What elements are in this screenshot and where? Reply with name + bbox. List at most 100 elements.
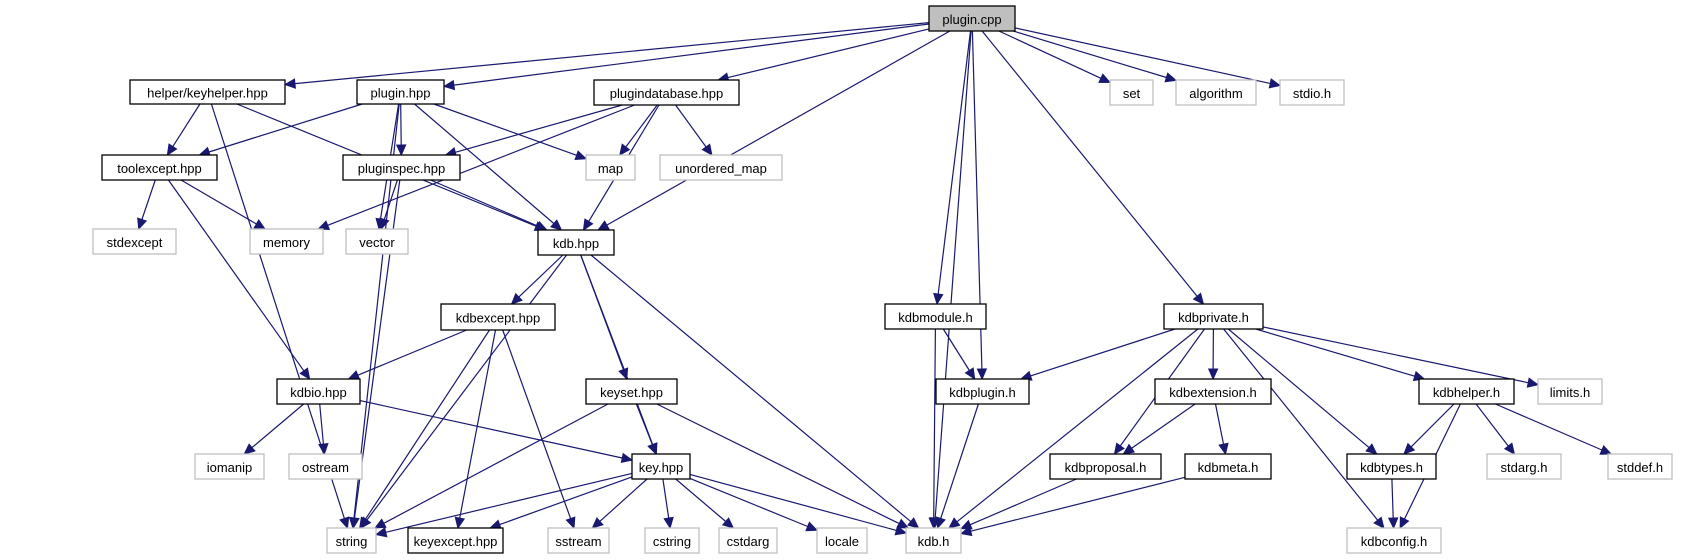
edge-line [656,403,900,525]
node-kdbio-hpp[interactable]: kdbio.hpp [276,378,361,405]
node-kdbhelper-h[interactable]: kdbhelper.h [1418,378,1515,405]
node-kdbtypes-h[interactable]: kdbtypes.h [1346,453,1437,480]
node-label: stdarg.h [1501,460,1548,475]
edge-line [180,179,257,225]
edge-line [518,254,564,298]
node-box [1154,378,1272,405]
edge-line [1495,403,1603,451]
node-kdbplugin-h[interactable]: kdbplugin.h [935,378,1030,405]
node-label: algorithm [1189,86,1242,101]
node-cstring: cstring [644,527,700,554]
edge-line [455,104,623,153]
node-box [905,527,962,554]
arrowhead-icon [1122,443,1136,455]
edge-line [998,30,1102,79]
node-label: plugin.hpp [371,86,431,101]
node-kdbexcept-hpp[interactable]: kdbexcept.hpp [440,303,556,331]
edge-line [981,30,1198,297]
node-box [249,228,324,255]
node-box [593,79,740,106]
node-label: kdbproposal.h [1065,460,1147,475]
node-kdbproposal-h[interactable]: kdbproposal.h [1049,453,1162,480]
edge-line [675,104,707,148]
node-kdbmodule-h[interactable]: kdbmodule.h [884,303,987,330]
edge-key_hpp-to-cstring [662,478,674,530]
edge-line [727,28,930,79]
node-label: plugin.cpp [942,12,1001,27]
node-label: kdbmeta.h [1198,460,1259,475]
edge-plugin_cpp-to-plugindatabase_hpp [716,28,930,83]
node-box [1418,378,1515,405]
node-plugin-hpp[interactable]: plugin.hpp [356,79,445,105]
arrowhead-icon [299,367,311,380]
edge-plugin_cpp-to-kdb_h [929,30,972,530]
edge-plugin_hpp-to-map [433,103,588,161]
node-kdb-h: kdb.h [905,527,962,554]
arrowhead-icon [1113,442,1125,455]
arrowhead-icon [620,452,634,464]
arrowhead-icon [395,144,407,157]
edge-plugindatabase_hpp-to-pluginspec_hpp [444,104,623,158]
edge-kdbio_hpp-to-ostream [318,403,329,456]
arrowhead-icon [591,517,604,529]
edge-kdbextension_h-to-kdbproposal_h [1122,403,1196,455]
node-keyexcept-hpp[interactable]: keyexcept.hpp [407,527,504,554]
node-keyhelper-hpp[interactable]: helper/keyhelper.hpp [129,79,286,105]
node-cstdarg: cstdarg [718,527,778,554]
node-pluginspec-hpp[interactable]: pluginspec.hpp [342,154,461,181]
edge-key_hpp-to-cstdarg [675,478,735,529]
node-stddef-h: stddef.h [1607,453,1673,480]
arrowhead-icon [166,143,178,157]
node-stdio-h: stdio.h [1279,79,1345,106]
edge-plugindatabase_hpp-to-memory [317,104,635,231]
node-label: string [336,534,368,549]
node-box [1346,527,1442,554]
edge-line [1131,403,1196,449]
arrowhead-icon [805,521,819,532]
node-toolexcept-hpp[interactable]: toolexcept.hpp [101,154,218,181]
arrowhead-icon [317,220,331,231]
node-kdb-hpp[interactable]: kdb.hpp [537,229,615,256]
edge-line [1475,403,1509,447]
edge-plugindatabase_hpp-to-map [619,104,658,156]
arrowhead-icon [701,143,713,156]
node-label: kdbplugin.h [949,385,1016,400]
edge-kdbexcept_hpp-to-string [359,329,491,530]
edge-line [172,103,201,147]
edge-kdbextension_h-to-kdbmeta_h [1214,403,1229,456]
arrowhead-icon [442,79,456,91]
node-keyset-hpp[interactable]: keyset.hpp [585,378,678,405]
edge-kdbexcept_hpp-to-sstream [502,329,576,530]
arrowhead-icon [959,525,973,537]
node-sstream: sstream [547,527,610,554]
arrowhead-icon [597,220,610,231]
edge-line [1214,403,1225,445]
arrowhead-icon [565,516,576,530]
arrowhead-icon [1387,517,1399,530]
node-kdbmeta-h[interactable]: kdbmeta.h [1184,453,1272,480]
node-label: kdb.h [918,534,950,549]
edge-line [1255,328,1415,377]
node-plugindatabase-hpp[interactable]: plugindatabase.hpp [593,79,740,106]
node-plugin-cpp[interactable]: plugin.cpp [928,5,1016,32]
arrowhead-icon [1599,444,1613,455]
edge-plugin_cpp-to-kdbprivate_h [981,30,1205,305]
edge-line [580,254,654,445]
edge-plugindatabase_hpp-to-unordered_map [675,104,713,156]
node-box [816,527,868,554]
node-label: pluginspec.hpp [358,161,445,176]
node-kdbextension-h[interactable]: kdbextension.h [1154,378,1272,405]
node-set: set [1109,79,1154,106]
edge-kdb_hpp-to-kdbexcept_hpp [510,254,564,305]
arrowhead-icon [1526,377,1540,388]
node-label: ostream [302,460,349,475]
node-box [345,228,409,255]
edge-line [590,254,912,523]
node-label: sstream [555,534,601,549]
arrowhead-icon [619,143,631,156]
edge-line [1030,328,1176,377]
node-label: toolexcept.hpp [117,161,202,176]
edge-plugin_cpp-to-algorithm [1013,30,1178,83]
node-kdbprivate-h[interactable]: kdbprivate.h [1163,303,1264,330]
node-key-hpp[interactable]: key.hpp [631,453,691,480]
